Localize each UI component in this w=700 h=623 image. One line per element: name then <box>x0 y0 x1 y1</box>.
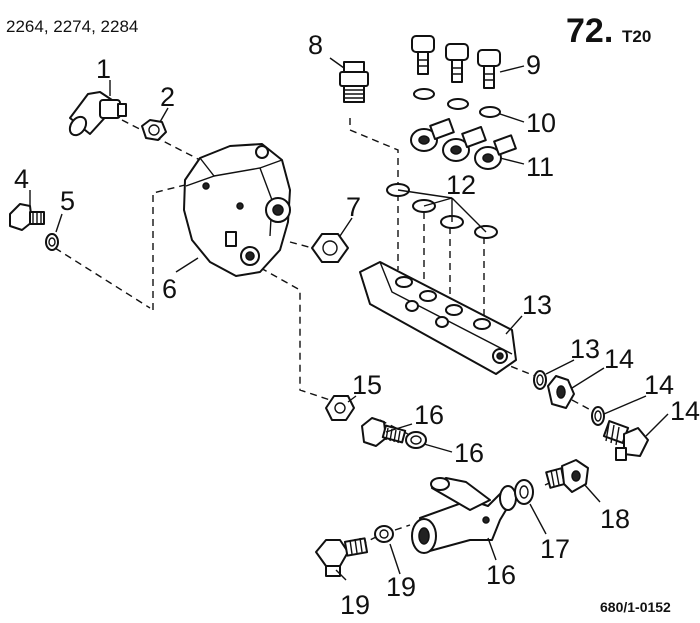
callout-9: 19 <box>340 590 370 620</box>
part-washers-upper <box>413 88 501 118</box>
model-numbers: 2264, 2274, 2284 <box>6 17 138 36</box>
part-elbow-fitting <box>68 91 127 137</box>
callout-18: 15 <box>352 370 382 400</box>
part-washers-lower <box>386 183 498 239</box>
part-banjo-fittings <box>410 118 517 170</box>
callout-17: 14 <box>644 370 674 400</box>
drawing-reference: 680/1-0152 <box>600 599 671 615</box>
part-bleed-screw <box>602 420 649 461</box>
callout-2: 16 <box>486 560 516 590</box>
callout-16-side: 13 <box>570 334 600 364</box>
callout-5: 14 <box>670 396 700 426</box>
callout-13-left: 4 <box>14 164 29 194</box>
part-pump-housing <box>183 143 291 277</box>
part-banjo-bolt-9 <box>315 537 369 577</box>
leader-lines <box>29 57 669 581</box>
part-banjo-bolt <box>361 417 407 447</box>
callout-10: 16 <box>414 400 444 430</box>
part-nut-upper <box>141 119 167 141</box>
callout-8: 18 <box>600 504 630 534</box>
part-washer-upper-14 <box>405 431 427 449</box>
part-washer-17 <box>591 406 605 426</box>
part-nipple <box>339 61 369 103</box>
page-suffix: T20 <box>622 27 651 46</box>
callout-13-top: 9 <box>526 50 541 80</box>
part-washer-left <box>45 233 59 251</box>
callout-15: 5 <box>60 186 75 216</box>
part-distributor-bar <box>359 261 517 375</box>
callout-7: 11 <box>526 152 554 182</box>
callout-16-lower: 12 <box>446 170 476 200</box>
part-nut-18 <box>325 395 355 421</box>
callout-16-upper: 10 <box>526 108 556 138</box>
callout-14-upper: 16 <box>454 438 484 468</box>
part-union-screw-8 <box>545 459 589 493</box>
callout-4: 8 <box>308 30 323 60</box>
part-washer-lower-14 <box>374 525 394 543</box>
callout-numbers: 1 2 4 5 6 7 8 9 10 11 12 13 13 14 14 14 … <box>14 30 700 620</box>
part-y-fitting <box>411 477 517 554</box>
callout-14-lower: 19 <box>386 572 416 602</box>
callout-19-upper: 2 <box>160 82 175 112</box>
page-number: 72. <box>566 12 613 50</box>
part-washer-right-14 <box>514 479 534 505</box>
callout-1: 6 <box>162 274 177 304</box>
part-union-nut <box>547 375 575 409</box>
callout-14-right: 17 <box>540 534 570 564</box>
part-nut-right <box>311 233 349 263</box>
assembly-lines <box>54 118 601 546</box>
part-plug-screw-left <box>9 203 45 231</box>
part-bolts-top <box>411 35 501 89</box>
callout-19-right: 7 <box>346 192 361 222</box>
callout-6: 13 <box>522 290 552 320</box>
callout-11: 1 <box>96 54 111 84</box>
callout-12: 14 <box>604 344 634 374</box>
part-washer-side <box>533 370 547 390</box>
